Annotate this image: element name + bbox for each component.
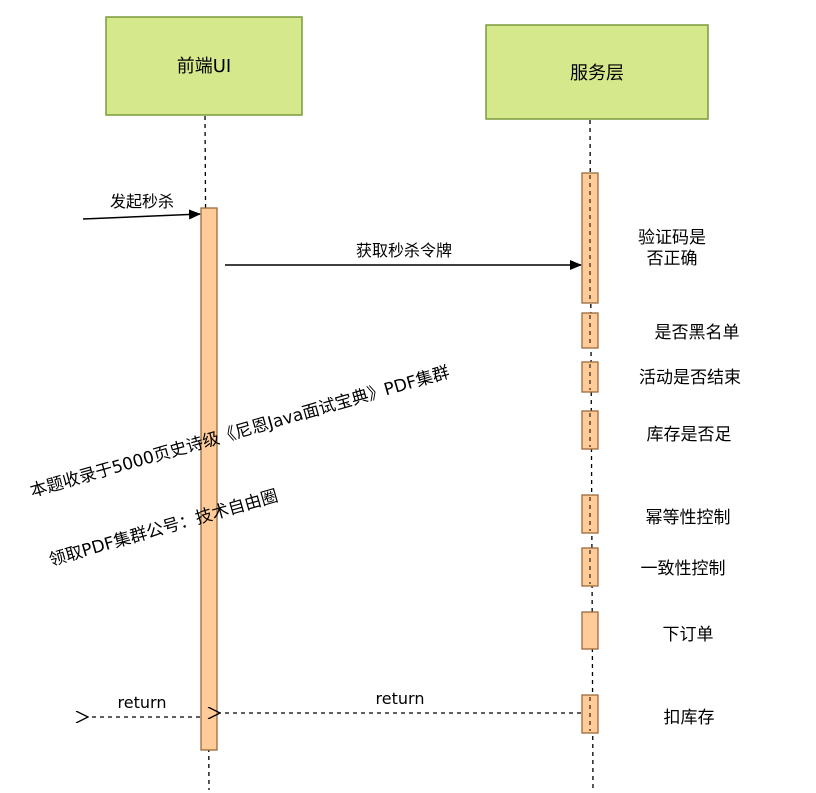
deduct-stock-step-label: 扣库存 bbox=[664, 708, 715, 728]
frontend-participant-label: 前端UI bbox=[177, 56, 231, 77]
place-order-activation bbox=[581, 611, 599, 650]
place-order-step-label: 下订单 bbox=[663, 625, 714, 645]
watermark-line1: 本题收录于5000页史诗级《尼恩Java面试宝典》PDF集群 bbox=[28, 363, 452, 502]
blacklist-step-label: 是否黑名单 bbox=[655, 323, 740, 343]
captcha-step-label-line2: 否正确 bbox=[647, 249, 698, 269]
frontend-activation-bar bbox=[200, 207, 218, 751]
stock-enough-step-label: 库存是否足 bbox=[647, 425, 732, 445]
activity-ended-step-label: 活动是否结束 bbox=[639, 368, 741, 388]
watermark-line2: 领取PDF集群公号：技术自由圈 bbox=[47, 486, 280, 571]
idempotency-step-label: 幂等性控制 bbox=[646, 508, 731, 528]
service-participant-box bbox=[485, 24, 709, 120]
captcha-step-label-line1: 验证码是 bbox=[638, 228, 706, 248]
activity-activation bbox=[581, 361, 599, 393]
consistency-step-label: 一致性控制 bbox=[641, 559, 726, 579]
blacklist-activation bbox=[581, 312, 599, 349]
frontend-participant-box bbox=[105, 16, 303, 116]
return-to-frontend-label: return bbox=[376, 689, 425, 708]
initiate-message-label: 发起秒杀 bbox=[110, 192, 174, 211]
service-participant-label: 服务层 bbox=[570, 63, 624, 84]
get-token-message-label: 获取秒杀令牌 bbox=[356, 241, 452, 260]
return-to-caller-label: return bbox=[118, 693, 167, 712]
captcha-activation bbox=[581, 172, 599, 304]
initiate-message-arrow bbox=[82, 209, 201, 220]
